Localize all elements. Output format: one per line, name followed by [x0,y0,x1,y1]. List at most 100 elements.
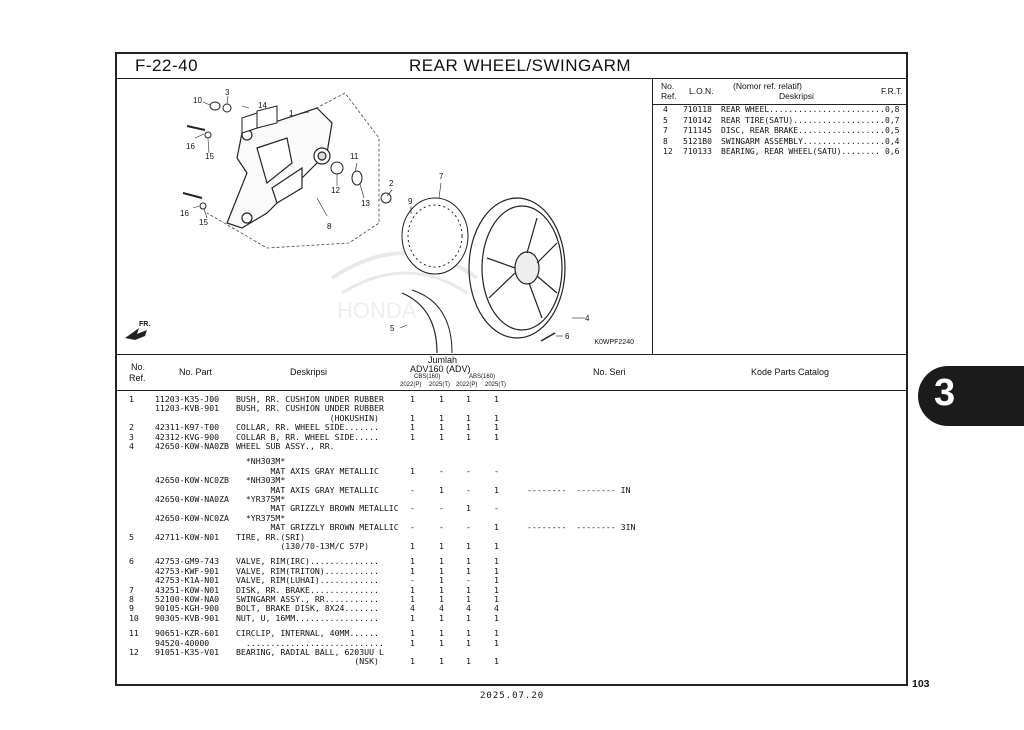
parts-cell-part: 42753-KWF-901 [155,565,220,576]
parts-cell-qty: 1 [494,594,499,604]
parts-cell-qty: - [410,575,415,586]
parts-cell-qty: 1 [439,575,444,586]
parts-cell-ref: 11 [129,628,139,639]
parts-cell-qty: 1 [410,594,415,604]
callout-leaders [192,95,585,337]
parts-cell-qty: 1 [494,541,499,551]
callout-15a: 15 [205,152,214,161]
frt-header-no: No. [661,81,675,91]
parts-cell-qty: 1 [466,612,471,623]
frt-cell-lon: 710118 [683,105,712,114]
frt-header-deskripsi: Deskripsi [779,91,814,101]
callout-7: 7 [439,172,444,181]
parts-cell-ref: 1 [129,394,134,404]
parts-cell-qty: 1 [439,565,444,576]
parts-row: 42650-K0W-NC0ZB *NH303M* [117,475,906,485]
parts-cell-qty: 1 [494,556,499,567]
parts-header-no: No. [131,362,146,372]
diagram-ref-code: K0WPF2240 [594,339,634,346]
parts-cell-qty: - [439,465,444,476]
exploded-diagram: HONDA [117,78,653,355]
frt-cell-lon: 711145 [683,126,712,135]
parts-cell-qty: 1 [410,394,415,404]
rear-wheel-part [468,197,566,339]
frt-cell-ref: 4 [663,105,668,114]
parts-cell-qty: 1 [466,565,471,576]
parts-row: MAT GRIZZLY BROWN METALLIC--1- [117,503,906,513]
callout-16a: 16 [186,142,195,151]
parts-cell-desc: BOLT, BRAKE DISK, 8X24....... [236,603,379,614]
parts-header-year2: 2025(T) [429,382,451,388]
parts-cell-qty: 1 [494,628,499,639]
parts-cell-desc: MAT AXIS GRAY METALLIC [236,484,379,495]
frt-header-lon: L.O.N. [689,86,714,96]
parts-cell-qty: 1 [494,656,499,667]
parts-header-jumlah: Jumlah [428,355,458,365]
callout-15b: 15 [199,218,208,227]
parts-row: 6 42753-GM9-743 VALVE, RIM(IRC)...........… [117,556,906,566]
parts-cell-desc: DISK, RR. BRAKE.............. [236,584,379,595]
parts-cell-qty: 1 [466,656,471,667]
parts-cell-qty: 1 [410,637,415,648]
parts-row: 7 43251-K0W-N01 DISK, RR. BRAKE...........… [117,585,906,595]
parts-cell-qty: 1 [466,637,471,648]
parts-header-abs: ABS(160) [469,374,496,380]
callout-14: 14 [258,101,267,110]
brake-disc-part [401,197,469,275]
parts-cell-qty: 1 [466,556,471,567]
parts-cell-qty: 4 [439,603,444,614]
parts-header-kode: Kode Parts Catalog [751,367,830,377]
parts-cell-part: 94520-40000 [155,637,210,648]
parts-cell-qty: 1 [494,565,499,576]
parts-cell-part: 42312-KVG-900 [155,431,220,442]
parts-cell-part: 42650-K0W-NA0ZA [155,494,229,504]
parts-cell-qty: - [439,522,444,533]
parts-cell-desc: ............................ [236,637,384,648]
parts-cell-ref: 7 [129,584,134,595]
parts-cell-qty: 1 [439,394,444,404]
parts-cell-part: 43251-K0W-N01 [155,584,220,595]
parts-table-header: No. Ref. No. Part Deskripsi Jumlah ADV16… [117,355,906,391]
parts-cell-part: 42753-GM9-743 [155,556,220,567]
diagram-illustration: HONDA [125,92,585,354]
parts-cell-ref: 6 [129,556,134,567]
parts-cell-qty: 1 [410,412,415,423]
parts-cell-qty: 1 [466,431,471,442]
parts-row: *NH303M* [117,456,906,466]
parts-header-ref: Ref. [129,373,146,383]
parts-cell-desc: VALVE, RIM(IRC).............. [236,556,379,567]
parts-cell-part: 90651-KZR-601 [155,628,220,639]
frt-cell-frt: 0,4 [885,136,900,146]
parts-cell-desc: (NSK) [236,656,379,667]
parts-cell-qty: 1 [410,565,415,576]
parts-header-year3: 2022(P) [456,382,478,388]
frt-cell-desc: SWINGARM ASSEMBLY................. [721,136,885,146]
parts-cell-ref: 2 [129,422,134,433]
parts-cell-qty: 1 [410,584,415,595]
parts-row: MAT GRIZZLY BROWN METALLIC---1-------- -… [117,522,906,532]
page-header: F-22-40 REAR WHEEL/SWINGARM [117,54,906,79]
page-frame: F-22-40 REAR WHEEL/SWINGARM HONDA [115,52,908,686]
callout-12: 12 [331,186,340,195]
parts-cell-qty: 1 [494,412,499,423]
frt-cell-frt: 0,6 [885,147,900,156]
callout-3: 3 [225,88,230,97]
frt-cell-desc: BEARING, REAR WHEEL(SATU)........ [721,147,880,156]
leader-outline [206,92,380,249]
frt-header-nomor: (Nomor ref. relatif) [733,81,802,91]
parts-cell-qty: - [410,522,415,533]
parts-header-cbs: CBS(160) [414,374,441,380]
frt-cell-ref: 7 [663,126,668,135]
frt-cell-desc: REAR WHEEL........................ [721,105,885,114]
section-tab-label: 3 [934,372,956,414]
parts-cell-qty: 1 [466,394,471,404]
parts-cell-part: 11203-K35-J00 [155,394,220,404]
